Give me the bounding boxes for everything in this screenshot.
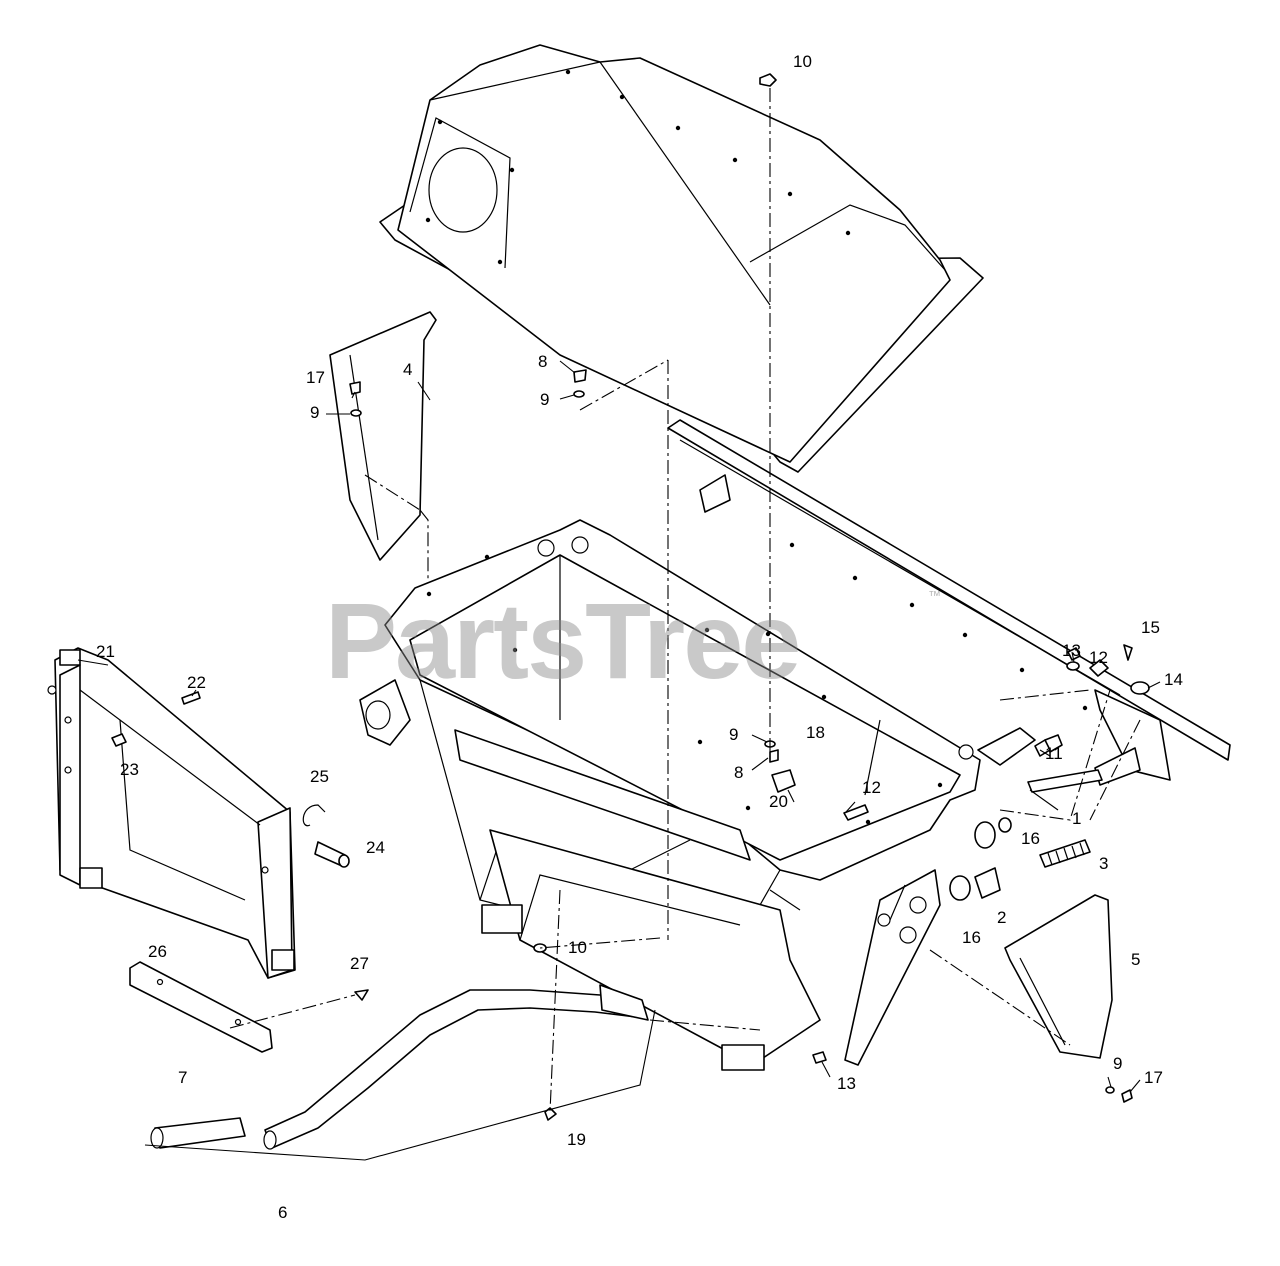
callout-18: 18 — [806, 723, 825, 742]
callout-22: 22 — [187, 673, 206, 692]
hopper-frame — [359, 519, 981, 1071]
callout-19: 19 — [567, 1130, 586, 1149]
callout-9-bottom-right: 9 — [1113, 1054, 1122, 1073]
callout-16-lower: 16 — [962, 928, 981, 947]
handle — [150, 984, 649, 1150]
left-deflector-bracket — [329, 311, 437, 561]
watermark-trademark: ™ — [928, 588, 941, 603]
callout-17-bottom-right: 17 — [1144, 1068, 1163, 1087]
callout-1: 1 — [1072, 809, 1081, 828]
callout-17-left: 17 — [306, 368, 325, 387]
callout-3: 3 — [1099, 854, 1108, 873]
hardware-small-parts — [949, 644, 1150, 901]
callout-9-left: 9 — [310, 403, 319, 422]
bolts-left — [111, 691, 369, 1001]
callout-16-upper: 16 — [1021, 829, 1040, 848]
callout-10-top: 10 — [793, 52, 812, 71]
watermark-text: PartsTree — [325, 580, 799, 701]
flow-lever — [771, 719, 881, 821]
right-deflector-bracket — [1004, 894, 1113, 1059]
callout-2: 2 — [997, 908, 1006, 927]
callout-25: 25 — [310, 767, 329, 786]
callout-5: 5 — [1131, 950, 1140, 969]
spinner-rod — [667, 419, 1231, 781]
callout-labels: 10 8 9 17 9 4 21 22 23 25 24 26 27 7 6 1… — [96, 52, 1183, 1222]
mounting-frame — [47, 647, 296, 979]
callout-23: 23 — [120, 760, 139, 779]
callout-27: 27 — [350, 954, 369, 973]
callout-15: 15 — [1141, 618, 1160, 637]
callout-13-right: 13 — [1062, 641, 1081, 660]
callout-ticks — [77, 360, 1161, 1093]
callout-24: 24 — [366, 838, 385, 857]
callout-9-center: 9 — [729, 725, 738, 744]
callout-26: 26 — [148, 942, 167, 961]
watermark: PartsTree ™ — [325, 580, 941, 701]
callout-12-center: 12 — [862, 778, 881, 797]
callout-11: 11 — [1045, 744, 1063, 763]
spring — [1039, 839, 1091, 868]
callout-9-top: 9 — [540, 390, 549, 409]
callout-13-bottom: 13 — [837, 1074, 856, 1093]
leader-lines — [144, 88, 1141, 1161]
bolts-top — [349, 73, 1081, 763]
callout-20: 20 — [769, 792, 788, 811]
callout-4: 4 — [403, 360, 412, 379]
callout-8-center: 8 — [734, 763, 743, 782]
hopper-cover — [379, 44, 984, 473]
plate — [129, 961, 273, 1053]
callout-21: 21 — [96, 642, 115, 661]
callout-14: 14 — [1164, 670, 1183, 689]
callout-7: 7 — [178, 1068, 187, 1087]
callout-10-bottom: 10 — [568, 938, 587, 957]
hitch-pin — [302, 804, 350, 868]
callout-8-top: 8 — [538, 352, 547, 371]
callout-6: 6 — [278, 1203, 287, 1222]
callout-12-right: 12 — [1089, 648, 1108, 667]
